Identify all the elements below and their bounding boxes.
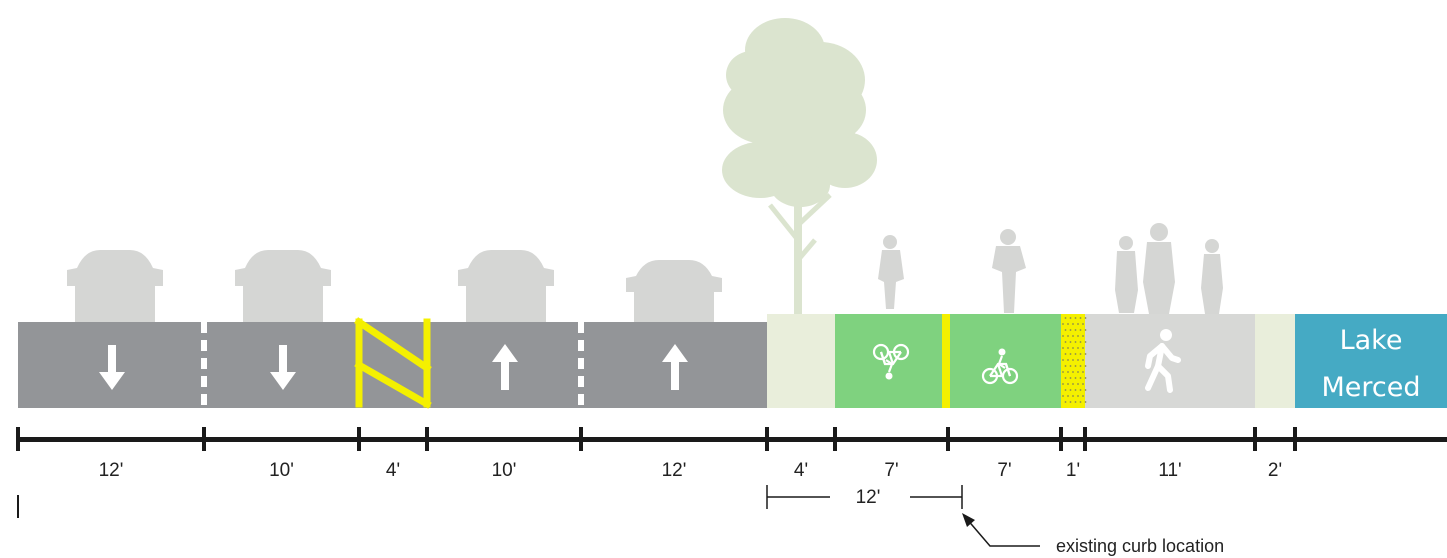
segment-walkway: [1085, 314, 1255, 408]
segment-width-label: 11': [1158, 460, 1181, 481]
curb-annotation-text: existing curb location: [1056, 536, 1224, 556]
dimension-tick: [946, 427, 950, 451]
hatched-median-icon: [354, 317, 432, 409]
bike-lane-divider: [942, 314, 950, 408]
lane-dash: [201, 358, 207, 369]
lane-dash: [578, 322, 584, 333]
pedestrian-silhouette: [1115, 236, 1138, 313]
dimension-tick: [357, 427, 361, 451]
arrow-up-icon: [492, 344, 518, 390]
lane-dash: [201, 340, 207, 351]
dimension-tick: [579, 427, 583, 451]
lake-merced-block: Lake Merced: [1295, 314, 1447, 408]
car-icon: [67, 250, 163, 326]
segment-width-label: 10': [492, 460, 517, 481]
pedestrian-silhouette: [1201, 239, 1223, 314]
lake-label-line1: Lake: [1340, 325, 1403, 356]
segment-landscape-buffer: [767, 314, 835, 408]
lane-dash: [578, 376, 584, 387]
bicycle-icon: [981, 348, 1019, 385]
pavement-bands: [18, 314, 1295, 408]
lane-dash: [201, 394, 207, 405]
dimension-tick: [1253, 427, 1257, 451]
segment-buffer: [1255, 314, 1295, 408]
bicycle-icon: [872, 343, 910, 380]
arrow-down-icon: [270, 345, 296, 390]
car-icon: [235, 250, 331, 326]
dimension-labels: 12' 10' 4' 10' 12' 4' 7' 7' 1' 11' 2': [99, 460, 1282, 481]
dimension-tick: [1293, 427, 1297, 451]
lane-icons: [99, 314, 1181, 409]
arrow-down-icon: [99, 345, 125, 390]
dotted-strip-icon: [1062, 317, 1087, 403]
leader-line: [965, 517, 1040, 547]
dimension-tick: [16, 427, 20, 451]
arrow-up-icon: [662, 344, 688, 390]
lane-dash: [578, 340, 584, 351]
dimension-tick: [425, 427, 429, 451]
dimension-tick: [765, 427, 769, 451]
segment-width-label: 12': [99, 460, 124, 481]
segment-width-label: 2': [1268, 460, 1282, 481]
segment-width-label: 4': [794, 460, 808, 481]
sub-dimension-label: 12': [856, 487, 881, 508]
cyclist-icon: [878, 235, 904, 309]
segment-width-label: 7': [884, 460, 898, 481]
segment-width-label: 1': [1066, 460, 1080, 481]
dimension-line: [18, 437, 1447, 442]
lane-dash: [201, 322, 207, 333]
lane-dash: [201, 376, 207, 387]
people-silhouettes: [878, 223, 1223, 314]
tree-icon: [722, 18, 877, 314]
lane-dash: [578, 394, 584, 405]
lane-dash: [578, 358, 584, 369]
dimension-tick: [1059, 427, 1063, 451]
dimension-tick: [833, 427, 837, 451]
dimension-tick: [1083, 427, 1087, 451]
lake-area: [1295, 314, 1447, 408]
lake-label-line2: Merced: [1321, 372, 1420, 403]
cyclist-icon: [992, 229, 1026, 313]
dimension-axis: [18, 437, 1447, 442]
sub-dimension: 12': [766, 485, 963, 509]
car-icon: [458, 250, 554, 326]
segment-width-label: 4': [386, 460, 400, 481]
pedestrian-silhouette: [1143, 223, 1175, 314]
curb-annotation: existing curb location: [962, 513, 1224, 556]
car-silhouettes: [67, 250, 722, 326]
segment-bike-lane: [948, 314, 1061, 408]
dimension-tick: [202, 427, 206, 451]
segment-width-label: 12': [662, 460, 687, 481]
car-icon: [626, 260, 722, 326]
segment-width-label: 7': [997, 460, 1011, 481]
segment-width-label: 10': [269, 460, 294, 481]
segment-buffer-strip: [1061, 314, 1085, 408]
arrowhead-icon: [962, 513, 975, 527]
pedestrian-icon: [1145, 329, 1181, 393]
dimension-ticks: [16, 427, 1297, 451]
